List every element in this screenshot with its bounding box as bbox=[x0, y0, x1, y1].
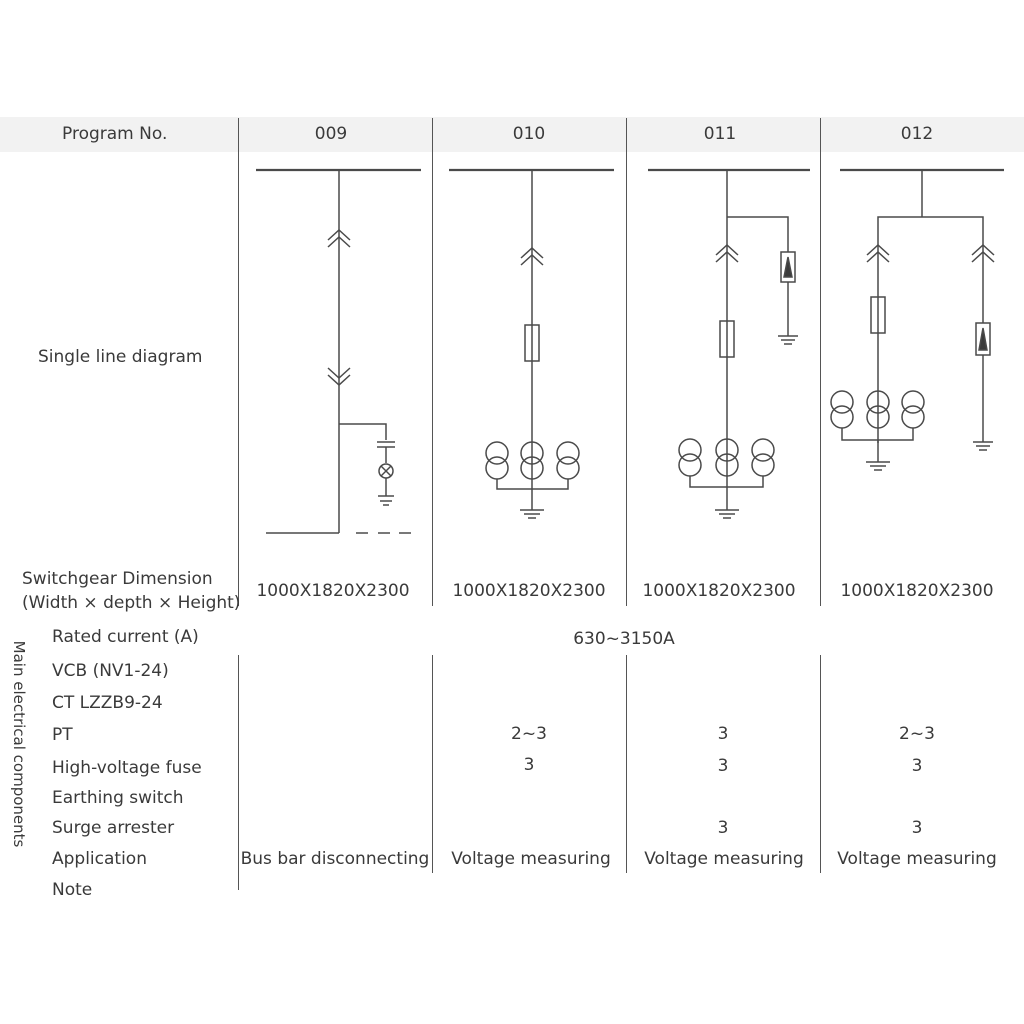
program-no-label: Program No. bbox=[62, 124, 168, 144]
separator-4-lower bbox=[820, 655, 822, 873]
dimension-012: 1000X1820X2300 bbox=[840, 581, 994, 601]
separator-4 bbox=[820, 118, 822, 606]
disconnect-contact-012-left bbox=[866, 243, 890, 263]
disconnect-contact-010 bbox=[520, 246, 544, 266]
diagram-012 bbox=[830, 168, 1004, 471]
diagram-011 bbox=[648, 168, 810, 519]
pt-011: 3 bbox=[717, 724, 729, 744]
column-header-011: 011 bbox=[703, 124, 737, 144]
fuse-icon-010 bbox=[524, 324, 540, 362]
surge-011: 3 bbox=[717, 818, 729, 838]
note-label: Note bbox=[52, 880, 93, 900]
separator-1 bbox=[238, 118, 240, 606]
column-header-010: 010 bbox=[512, 124, 546, 144]
dimension-011: 1000X1820X2300 bbox=[642, 581, 796, 601]
separator-1-lower bbox=[238, 655, 240, 890]
pt-label: PT bbox=[52, 725, 73, 745]
application-010: Voltage measuring bbox=[451, 849, 611, 869]
column-header-012: 012 bbox=[900, 124, 934, 144]
fuse-011: 3 bbox=[717, 756, 729, 776]
vcb-label: VCB (NV1-24) bbox=[52, 661, 169, 681]
disconnect-contact-lower-009 bbox=[327, 367, 351, 387]
application-011: Voltage measuring bbox=[644, 849, 804, 869]
application-012: Voltage measuring bbox=[837, 849, 997, 869]
pt-010: 2~3 bbox=[511, 724, 547, 744]
diagram-009 bbox=[256, 168, 421, 534]
disconnect-contact-012-right bbox=[971, 243, 995, 263]
fuse-010: 3 bbox=[523, 755, 535, 775]
dimension-label-line1: Switchgear Dimension bbox=[22, 569, 213, 589]
dimension-010: 1000X1820X2300 bbox=[452, 581, 606, 601]
dimension-009: 1000X1820X2300 bbox=[256, 581, 410, 601]
disconnect-contact-upper-009 bbox=[327, 228, 351, 248]
rated-current-label: Rated current (A) bbox=[52, 627, 199, 647]
separator-3-lower bbox=[626, 655, 628, 873]
surge-012: 3 bbox=[911, 818, 923, 838]
ct-label: CT LZZB9-24 bbox=[52, 693, 163, 713]
surge-arrester-label: Surge arrester bbox=[52, 818, 175, 838]
diagram-010 bbox=[449, 168, 614, 519]
disconnect-contact-011 bbox=[715, 243, 739, 263]
fuse-label: High-voltage fuse bbox=[52, 758, 202, 778]
pt-012: 2~3 bbox=[899, 724, 935, 744]
header-band bbox=[0, 117, 1024, 152]
fuse-icon-011 bbox=[719, 320, 735, 358]
dimension-label-line2: (Width × depth × Height) bbox=[22, 593, 241, 613]
fuse-icon-012 bbox=[870, 296, 886, 334]
single-line-diagram-label: Single line diagram bbox=[38, 347, 203, 367]
rated-current-value: 630~3150A bbox=[573, 629, 675, 649]
application-009: Bus bar disconnecting bbox=[240, 849, 430, 869]
column-header-009: 009 bbox=[314, 124, 348, 144]
application-label: Application bbox=[52, 849, 147, 869]
separator-3 bbox=[626, 118, 628, 606]
earthing-switch-label: Earthing switch bbox=[52, 788, 184, 808]
fuse-012: 3 bbox=[911, 756, 923, 776]
separator-2 bbox=[432, 118, 434, 606]
separator-2-lower bbox=[432, 655, 434, 873]
